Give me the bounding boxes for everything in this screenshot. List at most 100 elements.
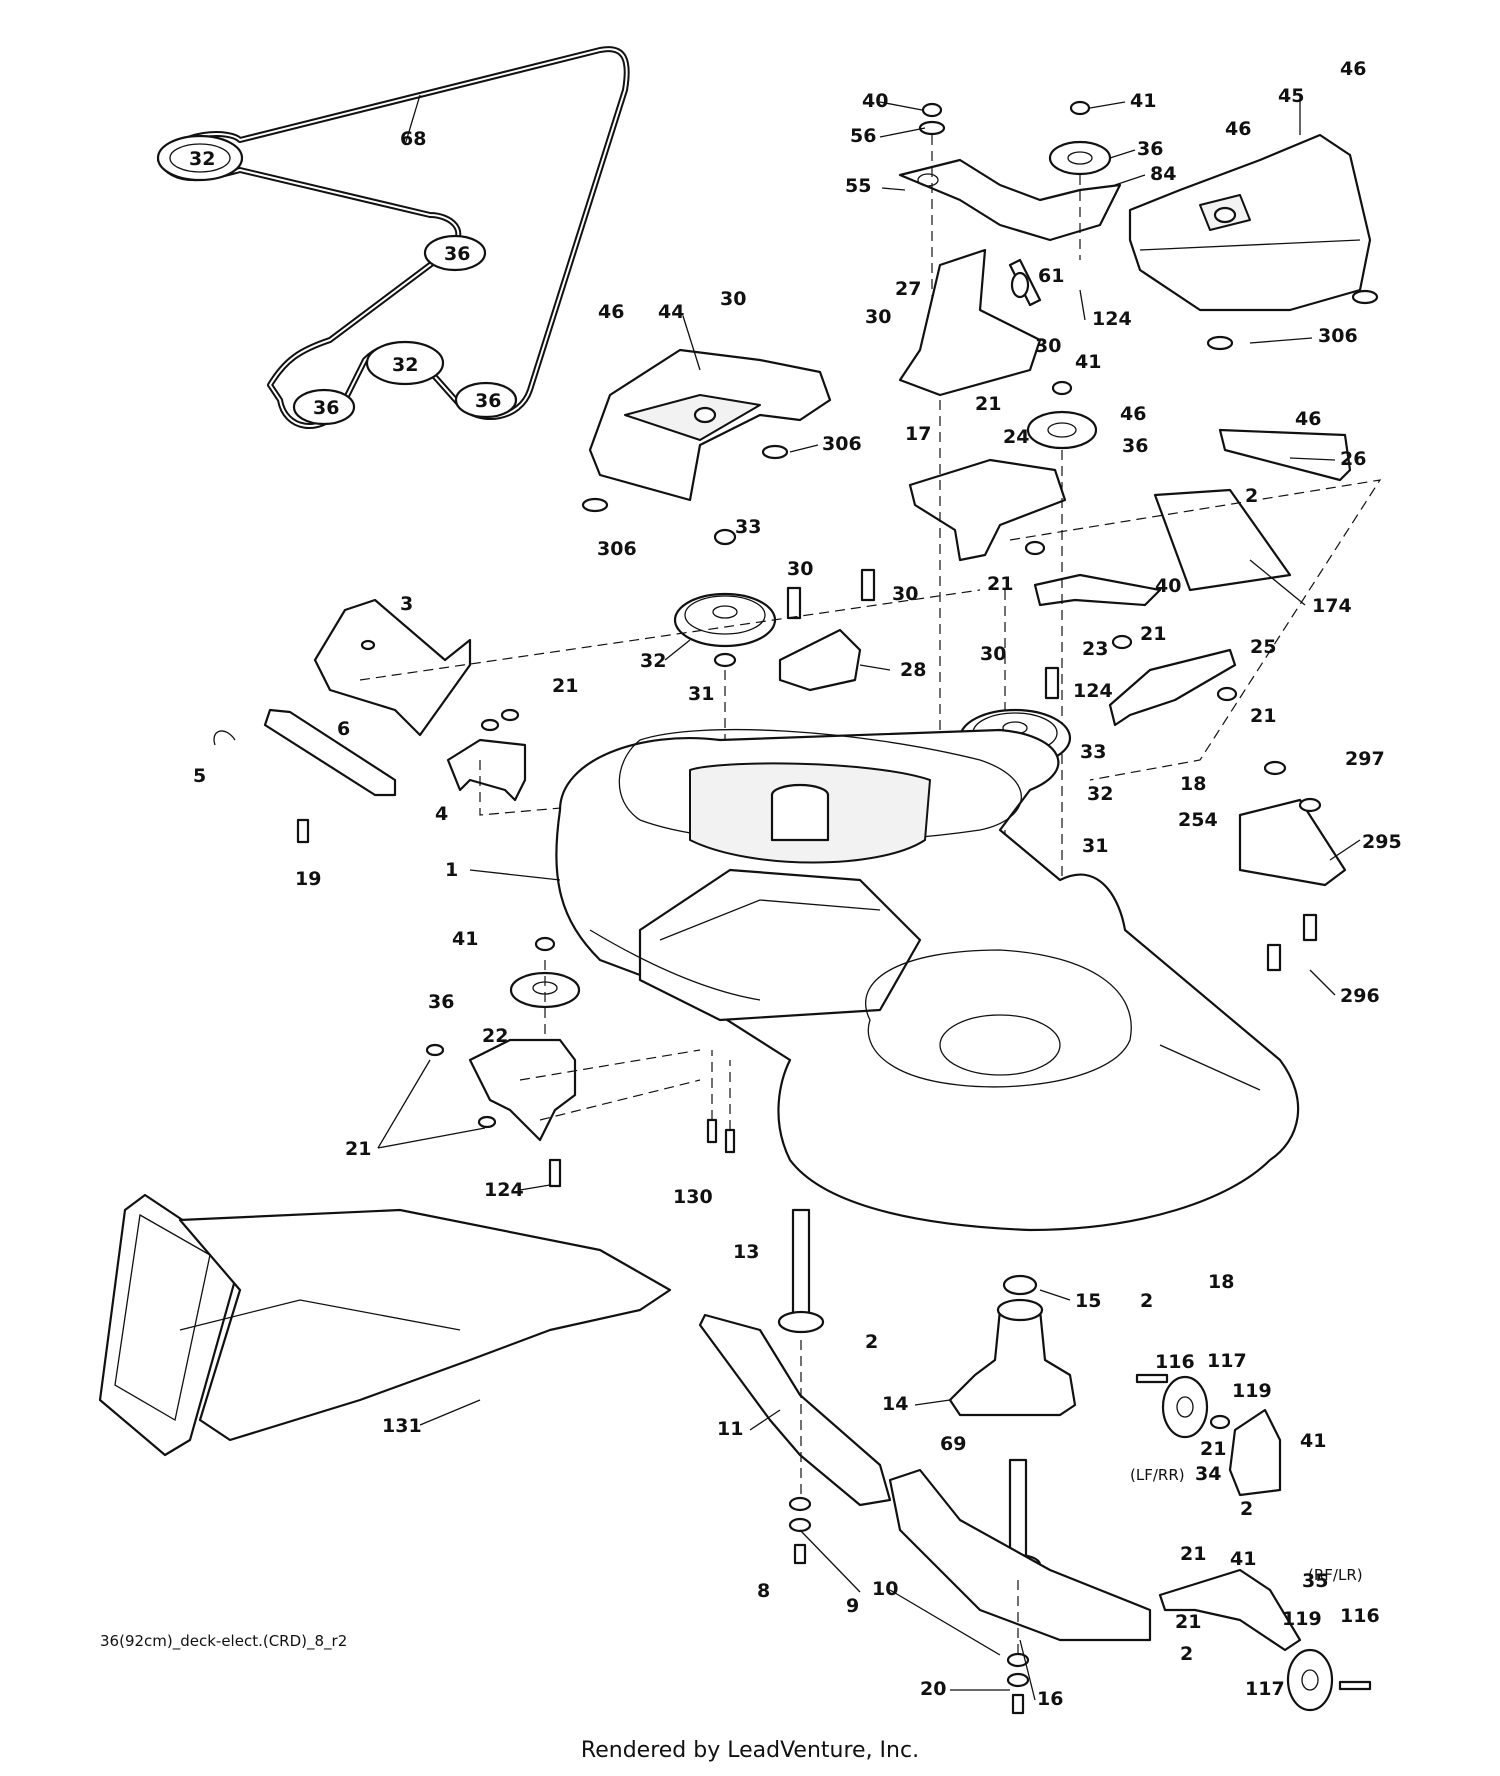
callout-26: 26: [1340, 448, 1366, 470]
callout-130: 130: [673, 1186, 713, 1208]
callout-30e: 30: [980, 643, 1006, 665]
callout-21i: 21: [1175, 1611, 1201, 1633]
callout-2: 2: [1245, 485, 1258, 507]
callout-297: 297: [1345, 748, 1385, 770]
callout-6: 6: [337, 718, 350, 740]
callout-33: 33: [735, 516, 761, 538]
leader-lines: [377, 95, 1361, 1701]
callout-21: 21: [975, 393, 1001, 415]
callout-41: 41: [1130, 90, 1156, 112]
tension-bracket-assembly: [898, 248, 1162, 1080]
callout-124b: 124: [1073, 680, 1113, 702]
callout-18b: 18: [1208, 1271, 1234, 1293]
callout-116: 116: [1155, 1351, 1195, 1373]
callout-27: 27: [895, 278, 921, 300]
callout-3: 3: [400, 593, 413, 615]
callout-28: 28: [900, 659, 926, 681]
bolts-130: [706, 1050, 736, 1154]
callout-20: 20: [920, 1678, 946, 1700]
callout-32: 32: [640, 650, 666, 672]
callout-46b: 46: [1225, 118, 1251, 140]
callout-46f: 46: [1295, 408, 1321, 430]
callout-labels: 68 40 41 46 45 56 36 84 55 46 27 61 30 3…: [193, 58, 1402, 1710]
belt-label-36-right: 36: [475, 390, 501, 412]
callout-30b: 30: [1035, 335, 1061, 357]
callout-14: 14: [882, 1393, 908, 1415]
belt-label-36-left: 36: [313, 397, 339, 419]
callout-296: 296: [1340, 985, 1380, 1007]
callout-21b: 21: [987, 573, 1013, 595]
callout-34: 34: [1195, 1463, 1221, 1485]
mower-deck-shell: [555, 728, 1300, 1232]
front-hanger-assembly: [213, 589, 1001, 844]
belt-shield-left: [581, 348, 832, 513]
callout-1: 1: [445, 859, 458, 881]
belt-shield-right: [1128, 133, 1379, 351]
discharge-chute: [98, 1193, 672, 1457]
drawing-id: 36(92cm)_deck-elect.(CRD)_8_r2: [100, 1632, 348, 1650]
idler-bracket-assembly: [898, 100, 1122, 300]
callout-2d: 2: [1240, 1498, 1253, 1520]
gauge-wheel-lf-rr: [1135, 1373, 1282, 1497]
belt-label-32-top: 32: [189, 148, 215, 170]
gauge-wheel-rf-lr: [1158, 1568, 1372, 1712]
callout-22: 22: [482, 1025, 508, 1047]
callout-31b: 31: [1082, 835, 1108, 857]
callout-5: 5: [193, 765, 206, 787]
callout-30: 30: [865, 306, 891, 328]
callout-36: 36: [1137, 138, 1163, 160]
variant-note-lf-rr: (LF/RR): [1130, 1466, 1185, 1484]
callout-68: 68: [400, 128, 426, 150]
callout-44: 44: [658, 301, 684, 323]
callout-119: 119: [1232, 1380, 1272, 1402]
callout-46c: 46: [598, 301, 624, 323]
idler-bracket-22-assembly: [425, 936, 701, 1188]
callout-55: 55: [845, 175, 871, 197]
callout-40b: 40: [1155, 575, 1181, 597]
callout-21e: 21: [1250, 705, 1276, 727]
variant-note-rf-lr: (RF/LR): [1308, 1566, 1363, 1584]
callout-46d: 30: [720, 288, 746, 310]
callout-11: 11: [717, 1418, 743, 1440]
callout-2e: 2: [1180, 1643, 1193, 1665]
callout-119b: 119: [1282, 1608, 1322, 1630]
callout-61: 61: [1038, 265, 1064, 287]
callout-30d: 30: [892, 583, 918, 605]
callout-41c: 41: [452, 928, 478, 950]
callout-21f: 21: [345, 1138, 371, 1160]
callout-23: 23: [1082, 638, 1108, 660]
deflector-295: [1238, 760, 1347, 972]
footer-credit: Rendered by LeadVenture, Inc.: [580, 1738, 920, 1763]
bracket-25: [1108, 634, 1238, 727]
callout-36c: 36: [428, 991, 454, 1013]
right-spindle-blade: [888, 1274, 1152, 1715]
callout-2b: 2: [1140, 1290, 1153, 1312]
callout-36b: 36: [1122, 435, 1148, 457]
belt-label-36-mid: 36: [444, 243, 470, 265]
callout-21h: 21: [1180, 1543, 1206, 1565]
callout-306: 306: [1318, 325, 1358, 347]
callout-30c: 30: [787, 558, 813, 580]
callout-15: 15: [1075, 1290, 1101, 1312]
callout-46e: 46: [1120, 403, 1146, 425]
callout-306b: 306: [822, 433, 862, 455]
callout-9: 9: [846, 1595, 859, 1617]
callout-124: 124: [1092, 308, 1132, 330]
callout-131: 131: [382, 1415, 422, 1437]
callout-254: 254: [1178, 809, 1218, 831]
left-spindle-blade: [698, 1208, 892, 1565]
callout-116b: 116: [1340, 1605, 1380, 1627]
belt-label-32-bottom: 32: [392, 354, 418, 376]
callout-174: 174: [1312, 595, 1352, 617]
callout-41e: 41: [1230, 1548, 1256, 1570]
callout-41b: 41: [1075, 351, 1101, 373]
callout-56: 56: [850, 125, 876, 147]
callout-21g: 21: [1200, 1438, 1226, 1460]
callout-21d: 21: [1140, 623, 1166, 645]
callout-4: 4: [435, 803, 448, 825]
callout-13: 13: [733, 1241, 759, 1263]
belt-routing-diagram: 32 36 32 36 36: [156, 46, 630, 429]
callout-306c: 306: [597, 538, 637, 560]
callout-8: 8: [757, 1580, 770, 1602]
